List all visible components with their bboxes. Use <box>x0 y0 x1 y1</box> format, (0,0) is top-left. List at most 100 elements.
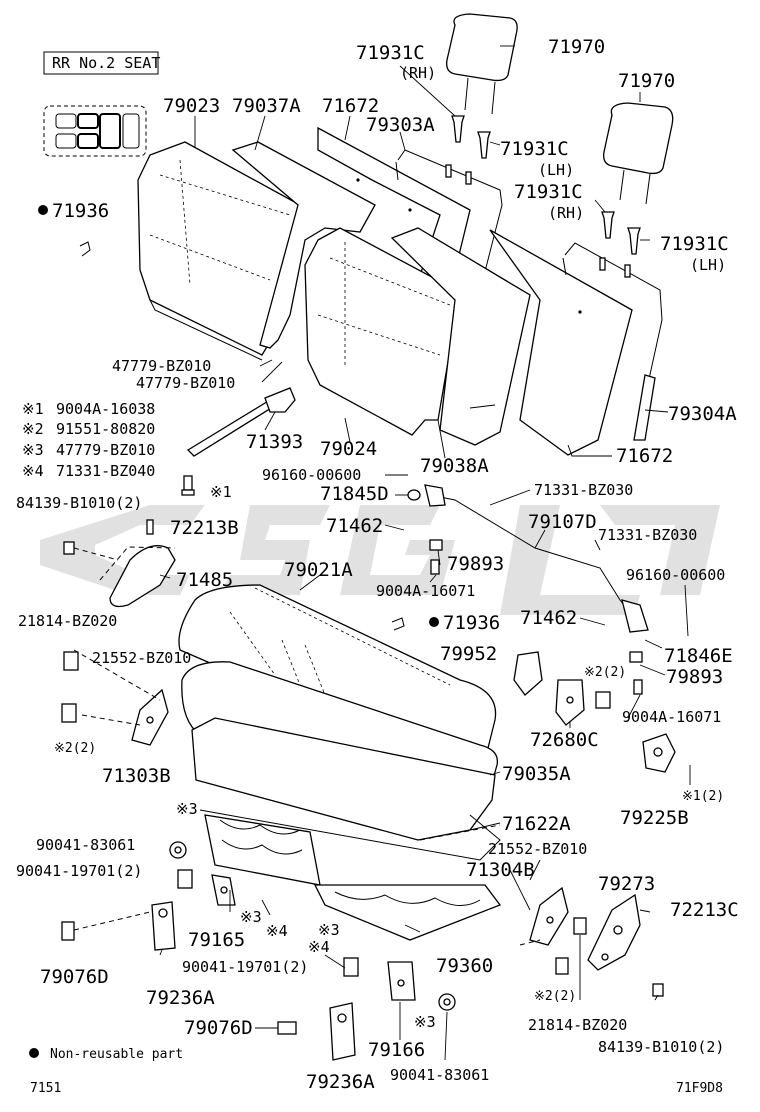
footer-left-code: 7151 <box>30 1081 61 1096</box>
label-21552-a: 21552-BZ010 <box>92 649 191 667</box>
label-rh-1: (RH) <box>400 64 436 82</box>
bolt-79076D-a <box>61 911 151 941</box>
label-79304A: 79304A <box>668 403 737 425</box>
bolt-90041-19701-b <box>343 957 359 977</box>
label-79166: 79166 <box>368 1039 425 1061</box>
label-90041-19701-a: 90041-19701(2) <box>16 862 142 880</box>
label-96160-b: 96160-00600 <box>626 566 725 584</box>
legend-note-part-2: 91551-80820 <box>56 420 155 438</box>
cushion-cover-79021A <box>178 584 497 749</box>
bolt-9004A-16071-a <box>430 559 440 575</box>
legend-note-part-1: 9004A-16038 <box>56 400 155 418</box>
bolt-9004A-16071-b <box>633 679 643 695</box>
label-79952: 79952 <box>440 643 497 665</box>
label-71846E: 71846E <box>664 645 733 667</box>
bushing-79893-a <box>429 539 443 551</box>
part-labels: 71931C (RH) 71970 71970 79023 79037A 716… <box>16 36 739 1096</box>
label-lh-2: (LH) <box>690 256 726 274</box>
label-rh-2: (RH) <box>548 204 584 222</box>
label-79037A: 79037A <box>232 95 301 117</box>
page-title: RR No.2 SEAT <box>52 54 160 72</box>
label-x4-b: ※4 <box>308 938 330 956</box>
footer-right-code: 71F9D8 <box>676 1081 723 1096</box>
label-x2-b: ※2(2) <box>54 741 96 756</box>
label-47779-a: 47779-BZ010 <box>112 357 211 375</box>
label-79165: 79165 <box>188 929 245 951</box>
label-71970-b: 71970 <box>618 70 675 92</box>
label-79107D: 79107D <box>528 511 597 533</box>
label-79038A: 79038A <box>420 455 489 477</box>
seatback-pad-79038A <box>390 227 531 446</box>
label-72213B: 72213B <box>170 517 239 539</box>
bolt-21814-BZ020-a <box>63 651 79 671</box>
legend-note-mark-4: ※4 <box>22 462 44 480</box>
bolt-x2-a <box>61 703 77 723</box>
frame-79304A <box>562 242 663 441</box>
headrest-71970-a <box>446 13 518 115</box>
bolt-90041-19701-a <box>177 869 193 889</box>
label-79303A: 79303A <box>366 114 435 136</box>
bracket-79236A-b <box>329 1002 356 1061</box>
label-x1-a: ※1 <box>210 483 232 501</box>
label-21814-a: 21814-BZ020 <box>18 612 117 630</box>
seat-frame-79360 <box>313 884 502 1001</box>
label-79893-a: 79893 <box>447 553 504 575</box>
label-x4-a: ※4 <box>266 922 288 940</box>
bushing-79893-b <box>629 651 643 663</box>
label-x3-b: ※3 <box>240 908 262 926</box>
bolt-84139-a <box>63 541 119 561</box>
screw-72213B <box>146 519 154 535</box>
seatback-cover-79023 <box>137 141 301 361</box>
label-79225B: 79225B <box>620 807 689 829</box>
legend-note-part-4: 71331-BZ040 <box>56 462 155 480</box>
label-x3-c: ※3 <box>318 921 340 939</box>
rod-79107D <box>424 484 649 633</box>
label-79023: 79023 <box>163 95 220 117</box>
washer-90041-83061-b <box>438 993 456 1011</box>
cushion-pad-79035A <box>191 717 496 841</box>
label-x2-a: ※2(2) <box>584 665 626 680</box>
headrest-guides <box>451 115 641 255</box>
label-84139-b: 84139-B1010(2) <box>598 1038 724 1056</box>
legend-non-reusable: Non-reusable part <box>50 1047 183 1062</box>
legend-note-mark-2: ※2 <box>22 420 44 438</box>
label-x2-c: ※2(2) <box>534 989 576 1004</box>
seatback-cover-79024 <box>304 227 461 436</box>
label-79273: 79273 <box>598 873 655 895</box>
washer-90041-83061-a <box>169 841 187 859</box>
label-79236A-a: 79236A <box>146 987 215 1009</box>
label-71970-a: 71970 <box>548 36 605 58</box>
part-79273 <box>587 893 641 971</box>
label-79893-b: 79893 <box>666 666 723 688</box>
label-72680C: 72680C <box>530 729 599 751</box>
clip-71936-b <box>391 617 405 631</box>
label-71931C-rh-2: 71931C <box>514 181 583 203</box>
bolt-x2-c <box>555 957 569 975</box>
label-71672-top: 71672 <box>322 95 379 117</box>
bolt-21814-BZ020-b <box>573 917 587 935</box>
label-71936-b: 71936 <box>443 612 500 634</box>
bushing-71845D <box>407 489 421 501</box>
leader-lines <box>159 45 691 1061</box>
label-9004A-16071-a: 9004A-16071 <box>376 582 475 600</box>
hinge-71303B <box>73 649 169 746</box>
headrest-71970-b <box>603 102 674 205</box>
label-90041-19701-b: 90041-19701(2) <box>182 958 308 976</box>
label-x3-a: ※3 <box>176 800 198 818</box>
label-71485: 71485 <box>176 569 233 591</box>
label-x3-d: ※3 <box>414 1013 436 1031</box>
legend-note-part-3: 47779-BZ010 <box>56 441 155 459</box>
label-47779-b: 47779-BZ010 <box>136 374 235 392</box>
label-79076D-a: 79076D <box>40 966 109 988</box>
latch-71393 <box>186 387 296 457</box>
label-lh-1: (LH) <box>538 161 574 179</box>
seatback-pad-79037A <box>231 141 376 349</box>
label-71393: 71393 <box>246 431 303 453</box>
label-71622A: 71622A <box>502 813 571 835</box>
cover-71485 <box>99 545 176 608</box>
bolt-x1-a <box>181 475 195 496</box>
bolt-x2-b <box>595 691 611 709</box>
label-79024: 79024 <box>320 438 377 460</box>
frame-79303A <box>395 149 503 331</box>
